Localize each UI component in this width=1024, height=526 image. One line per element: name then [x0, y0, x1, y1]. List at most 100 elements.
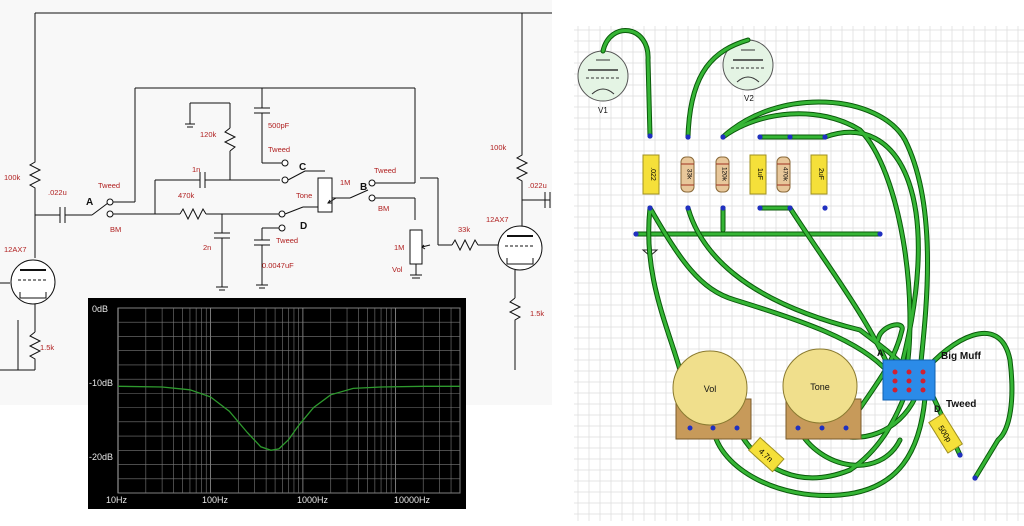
pot-vol-layout: Vol [672, 350, 752, 440]
label-big-muff: Big Muff [941, 351, 982, 362]
label-c-500pf: 500pF [268, 121, 290, 130]
label-r-470k: 470k [178, 191, 195, 200]
solder-point [647, 133, 653, 139]
wire [686, 38, 750, 139]
switch-d [278, 206, 318, 232]
resistor-470k [179, 207, 207, 221]
label-vol-pot-value: 1M [394, 243, 404, 252]
cap-2uf-label: 2uF [817, 168, 824, 180]
tube-left [10, 259, 56, 305]
label-r-plate-right: 100k [490, 143, 507, 152]
solder-point [633, 231, 639, 237]
solder-point [685, 205, 691, 211]
resistor-33k-layout: 33k [680, 156, 695, 193]
label-switch-c-tweed: Tweed [268, 145, 290, 154]
label-tone: Tone [296, 191, 312, 200]
label-c-2n: 2n [203, 243, 211, 252]
capacitor-500p: 500p [928, 412, 964, 454]
solder-point [757, 205, 763, 211]
pot-tone [317, 177, 337, 213]
y-tick-label: -20dB [89, 452, 113, 462]
label-tone-pot-value: 1M [340, 178, 350, 187]
tube-right [497, 225, 543, 271]
label-c-0047: 0.0047uF [262, 261, 294, 270]
switch-b [349, 179, 415, 202]
label-v2: V2 [744, 94, 754, 103]
response-curve [117, 385, 460, 451]
x-tick-label: 10000Hz [394, 495, 431, 505]
wire [796, 426, 902, 467]
label-r-cath-left: 1.5k [40, 343, 54, 352]
res-120k-label: 120k [721, 167, 728, 182]
x-tick-label: 10Hz [106, 495, 128, 505]
res-33k-label: 33k [686, 169, 693, 180]
switch-big-muff-tweed[interactable] [882, 359, 936, 401]
label-tube-left: 12AX7 [4, 245, 27, 254]
resistor-plate-right [515, 150, 529, 226]
capacitor-coupling-right [544, 192, 551, 208]
x-tick-label: 1000Hz [297, 495, 329, 505]
y-tick-label: 0dB [92, 304, 108, 314]
tube-v2 [722, 39, 774, 91]
cap-022-label: .022 [649, 167, 656, 181]
wire [823, 130, 920, 392]
label-switch-a-layout: A [877, 348, 884, 358]
label-switch-a-down: BM [110, 225, 121, 234]
x-tick-label: 100Hz [202, 495, 229, 505]
pot-vol-label: Vol [704, 384, 717, 394]
solder-point [822, 134, 828, 140]
label-c-1n: 1n [192, 165, 200, 174]
wire [922, 331, 1014, 480]
wire [788, 206, 897, 383]
res-470k-label: 470k [782, 167, 789, 182]
label-switch-d-tweed: Tweed [276, 236, 298, 245]
label-switch-d: D [300, 221, 307, 232]
label-switch-b: B [360, 182, 367, 193]
solder-point [877, 231, 883, 237]
label-tube-right: 12AX7 [486, 215, 509, 224]
solder-point [757, 134, 763, 140]
y-tick-label: -10dB [89, 378, 113, 388]
label-switch-a-up: Tweed [98, 181, 120, 190]
pot-tone-label: Tone [810, 382, 830, 392]
capacitor-47n: 4.7n [748, 436, 785, 473]
resistor-cathode-right [508, 297, 522, 370]
solder-point [787, 134, 793, 140]
capacitor-022: .022 [642, 154, 660, 195]
label-c-coupling-left: .022u [48, 188, 67, 197]
label-switch-d-layout: D [934, 404, 941, 414]
graph-plot-area [117, 307, 461, 494]
solder-point [647, 205, 653, 211]
wire [648, 206, 890, 374]
label-tweed: Tweed [946, 399, 976, 410]
resistor-plate-left [28, 155, 42, 195]
resistor-470k-layout: 470k [776, 156, 791, 193]
label-switch-b-down: BM [378, 204, 389, 213]
cap-1uf-label: 1uF [756, 168, 763, 180]
label-switch-a: A [86, 197, 93, 208]
wire [601, 28, 652, 138]
label-switch-b-up: Tweed [374, 166, 396, 175]
wire [844, 323, 904, 430]
solder-point [787, 205, 793, 211]
resistor-cathode-left [28, 331, 42, 370]
label-c-coupling-right: .022u [528, 181, 547, 190]
switch-a [91, 198, 135, 218]
frequency-response-graph: 0dB -10dB -20dB 10Hz 100Hz 1000Hz 10000H… [88, 298, 466, 509]
solder-point [972, 475, 978, 481]
label-r-33k: 33k [458, 225, 470, 234]
resistor-33k [451, 238, 479, 252]
solder-points [633, 133, 978, 481]
resistor-120k-layout: 120k [715, 156, 730, 193]
solder-point [685, 134, 691, 140]
capacitor-1uf: 1uF [749, 154, 767, 195]
wire [711, 396, 927, 498]
label-v1: V1 [598, 106, 608, 115]
label-r-120k: 120k [200, 130, 217, 139]
layout-panel: V1 V2 .022 33k 120k 1uF [574, 26, 1024, 521]
label-switch-c: C [299, 162, 306, 173]
solder-point [822, 205, 828, 211]
resistor-120k [223, 127, 237, 152]
solder-point [720, 205, 726, 211]
